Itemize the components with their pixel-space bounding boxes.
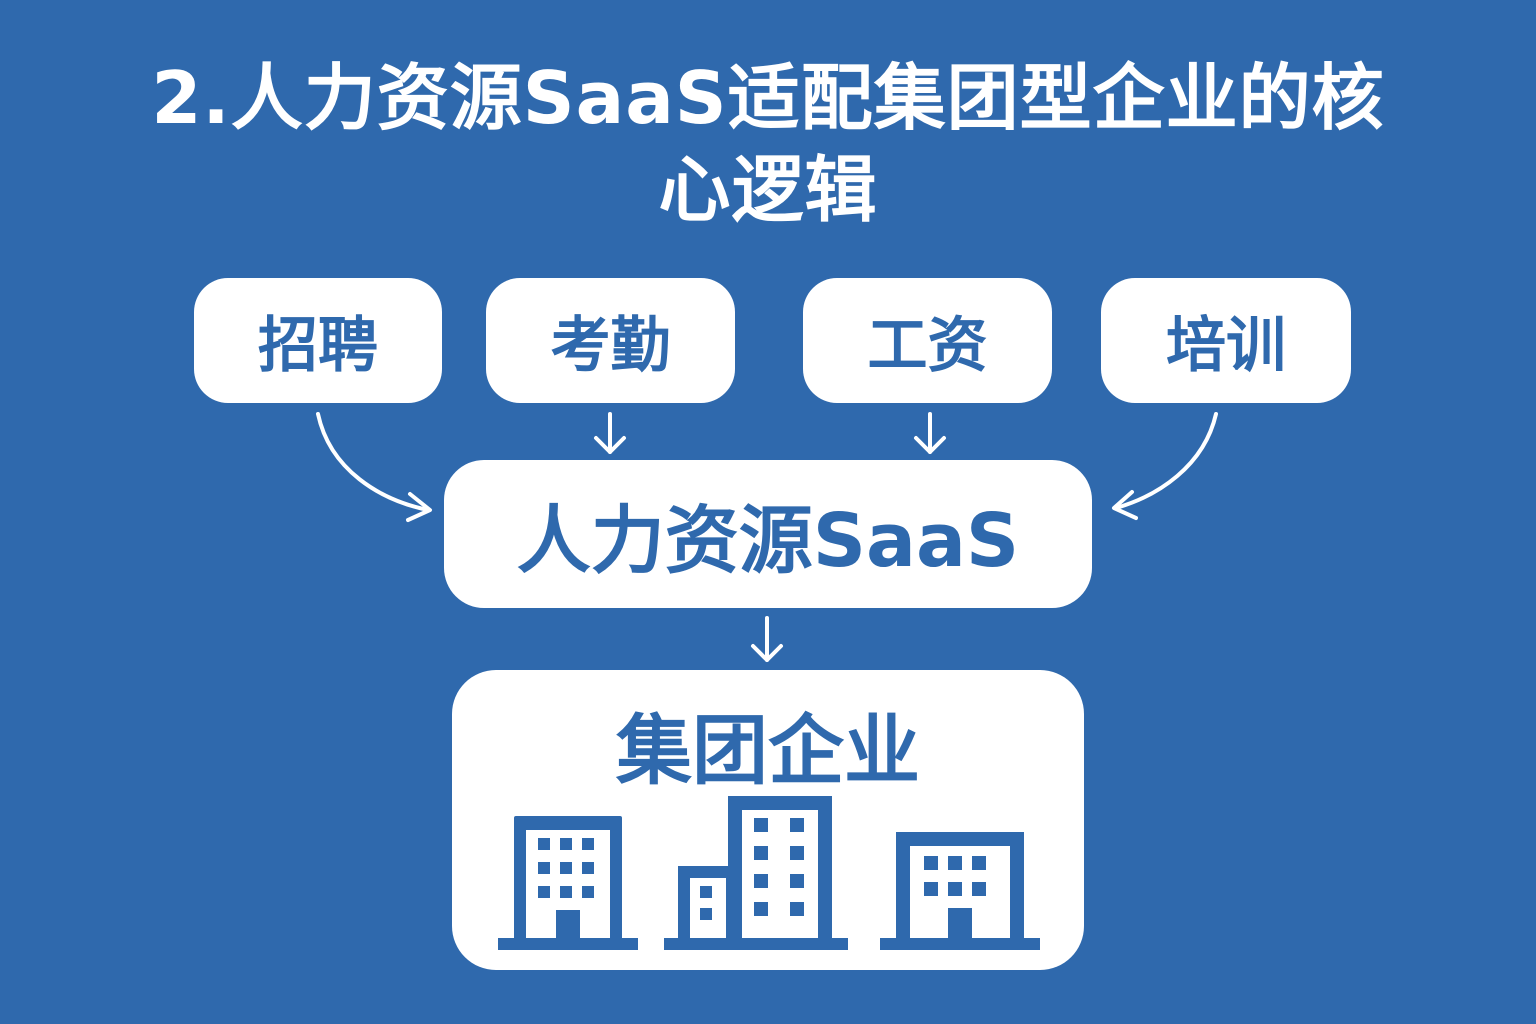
module-attendance-box: 考勤: [486, 278, 735, 403]
module-training-label: 培训: [1166, 311, 1286, 381]
title-line-2: 心逻辑: [658, 148, 878, 232]
hr-saas-box: 人力资源SaaS: [444, 460, 1092, 608]
group-enterprise-box: 集团企业: [452, 670, 1084, 970]
title-line-1: 2.人力资源SaaS适配集团型企业的核: [151, 56, 1385, 140]
arrow-training-to-saas: [1114, 412, 1218, 510]
building-left-base: [498, 938, 638, 950]
arrow-recruit-to-saas: [316, 412, 430, 512]
arrowhead-salary: [914, 436, 946, 454]
hr-saas-label: 人力资源SaaS: [516, 497, 1020, 584]
module-salary-label: 工资: [867, 311, 988, 381]
building-right-base: [880, 938, 1040, 950]
module-recruit-label: 招聘: [258, 311, 378, 381]
arrowhead-recruit: [406, 492, 432, 522]
module-recruit-box: 招聘: [194, 278, 442, 403]
arrowhead-training: [1112, 490, 1138, 520]
group-enterprise-label: 集团企业: [616, 706, 920, 795]
arrowhead-attendance: [594, 436, 626, 454]
building-middle-tower-inner: [742, 810, 818, 938]
arrowhead-group: [751, 644, 783, 662]
module-salary-box: 工资: [803, 278, 1052, 403]
office-buildings-icon: [498, 796, 1040, 950]
building-middle-base: [664, 938, 848, 950]
module-training-box: 培训: [1101, 278, 1351, 403]
page-title: 2.人力资源SaaS适配集团型企业的核 心逻辑: [0, 52, 1536, 236]
module-attendance-label: 考勤: [550, 311, 671, 381]
